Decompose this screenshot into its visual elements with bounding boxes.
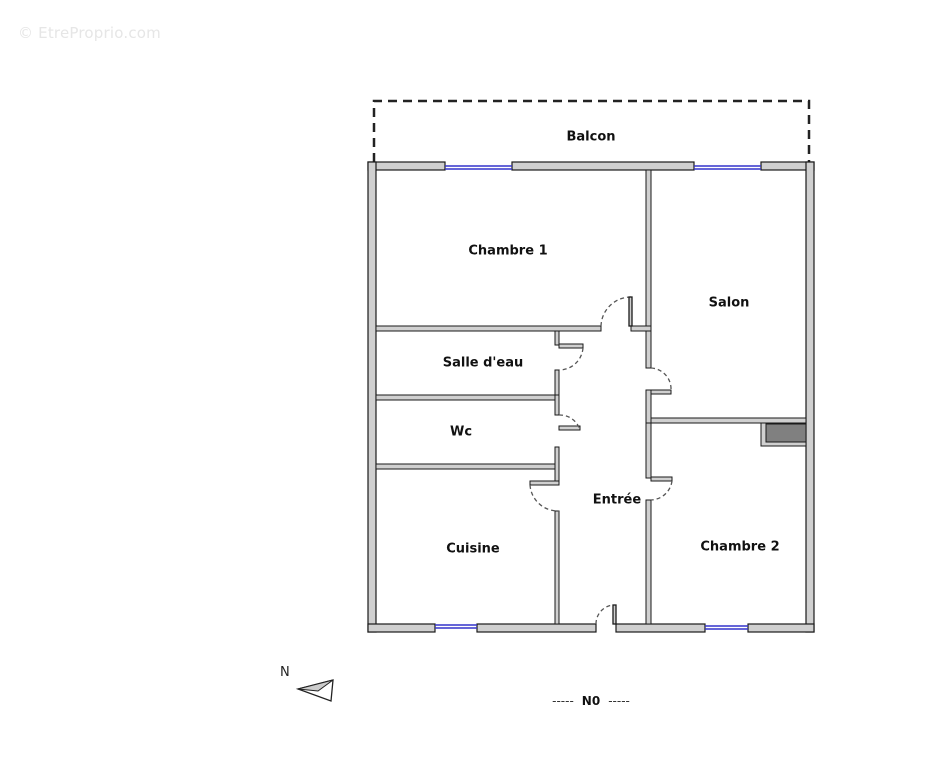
room-label-cuisine: Cuisine — [446, 541, 500, 557]
duct-block — [760, 422, 807, 447]
door-chambre-1-arc — [600, 296, 632, 327]
door-cuisine-arc — [529, 484, 560, 512]
compass-arrow-icon — [295, 679, 334, 702]
interior-walls — [375, 169, 807, 625]
door-entrance-arc — [595, 604, 614, 625]
window-cuisine — [435, 624, 477, 629]
door-swings — [529, 296, 673, 625]
room-label-chambre-1: Chambre 1 — [468, 243, 548, 259]
window-chambre-1 — [445, 165, 512, 170]
door-chambre-1-leaf — [628, 296, 633, 327]
door-chambre-2-arc — [650, 480, 673, 501]
door-salon-arc — [650, 367, 672, 391]
windows — [435, 165, 761, 630]
room-label-balcon: Balcon — [566, 129, 616, 145]
level-dash-left: ----- — [552, 694, 574, 708]
room-label-entree: Entrée — [592, 492, 642, 508]
balcony-outline — [372, 99, 811, 162]
compass-north-label: N — [280, 665, 290, 680]
level-name: N0 — [581, 694, 601, 708]
window-chambre-2 — [705, 625, 748, 630]
level-dash-right: ----- — [608, 694, 630, 708]
room-label-wc: Wc — [449, 424, 473, 440]
room-label-salle-d-eau: Salle d'eau — [442, 355, 524, 371]
door-wc-arc — [558, 414, 581, 431]
window-salon — [694, 165, 761, 170]
door-salle-d-eau-arc — [558, 347, 584, 371]
watermark: © EtreProprio.com — [18, 24, 161, 42]
room-label-salon: Salon — [708, 295, 750, 311]
door-entrance-leaf — [612, 604, 617, 625]
level-label: ----- N0 ----- — [552, 694, 630, 708]
room-label-chambre-2: Chambre 2 — [700, 539, 780, 555]
